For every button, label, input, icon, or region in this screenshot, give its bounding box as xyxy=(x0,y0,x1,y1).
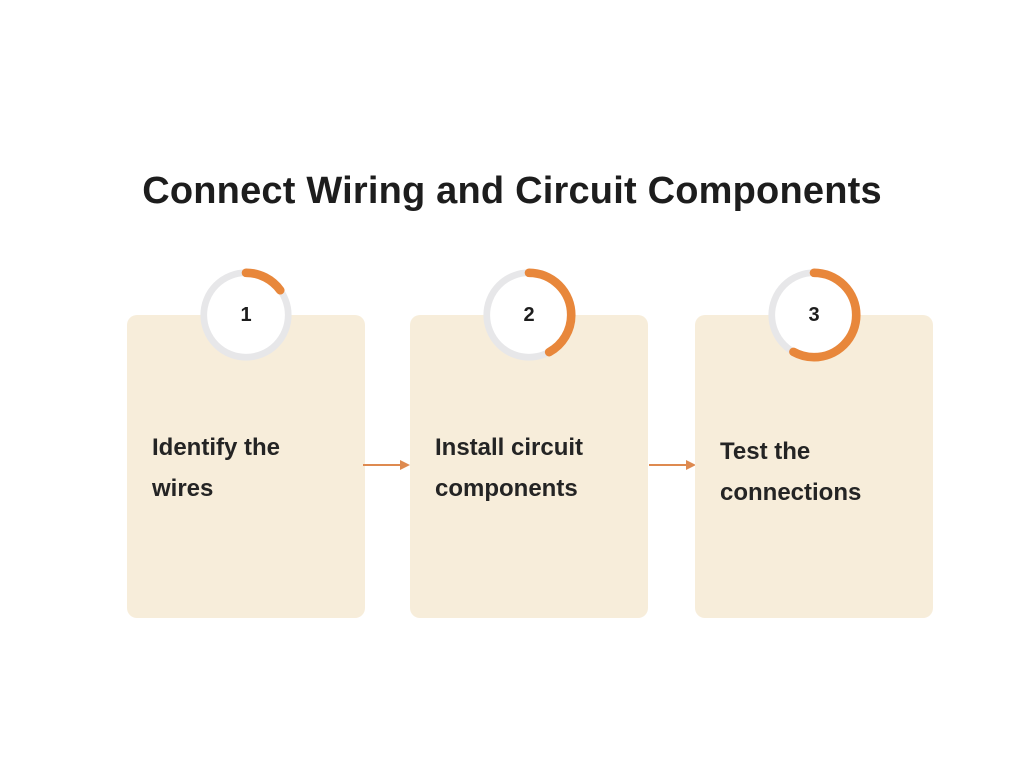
arrow-right-icon xyxy=(363,460,410,470)
page-title: Connect Wiring and Circuit Components xyxy=(142,170,882,212)
step-1-number: 1 xyxy=(240,303,252,326)
step-1-label: Identify the wires xyxy=(152,434,281,502)
step-3-number: 3 xyxy=(808,303,820,326)
step-2-label: Install circuit components xyxy=(435,434,584,502)
step-1-progress-ring: 1 xyxy=(198,267,294,363)
step-2-progress-ring: 2 xyxy=(481,267,577,363)
step-card-2: 2 Install circuit components xyxy=(410,268,648,618)
arrow-right-icon xyxy=(649,460,696,470)
step-3-progress-ring: 3 xyxy=(766,267,862,363)
step-card-1: 1 Identify the wires xyxy=(127,268,365,618)
step-card-3: 3 Test the connections xyxy=(695,268,933,618)
step-2-number: 2 xyxy=(523,303,535,326)
step-3-label: Test the connections xyxy=(720,438,862,506)
